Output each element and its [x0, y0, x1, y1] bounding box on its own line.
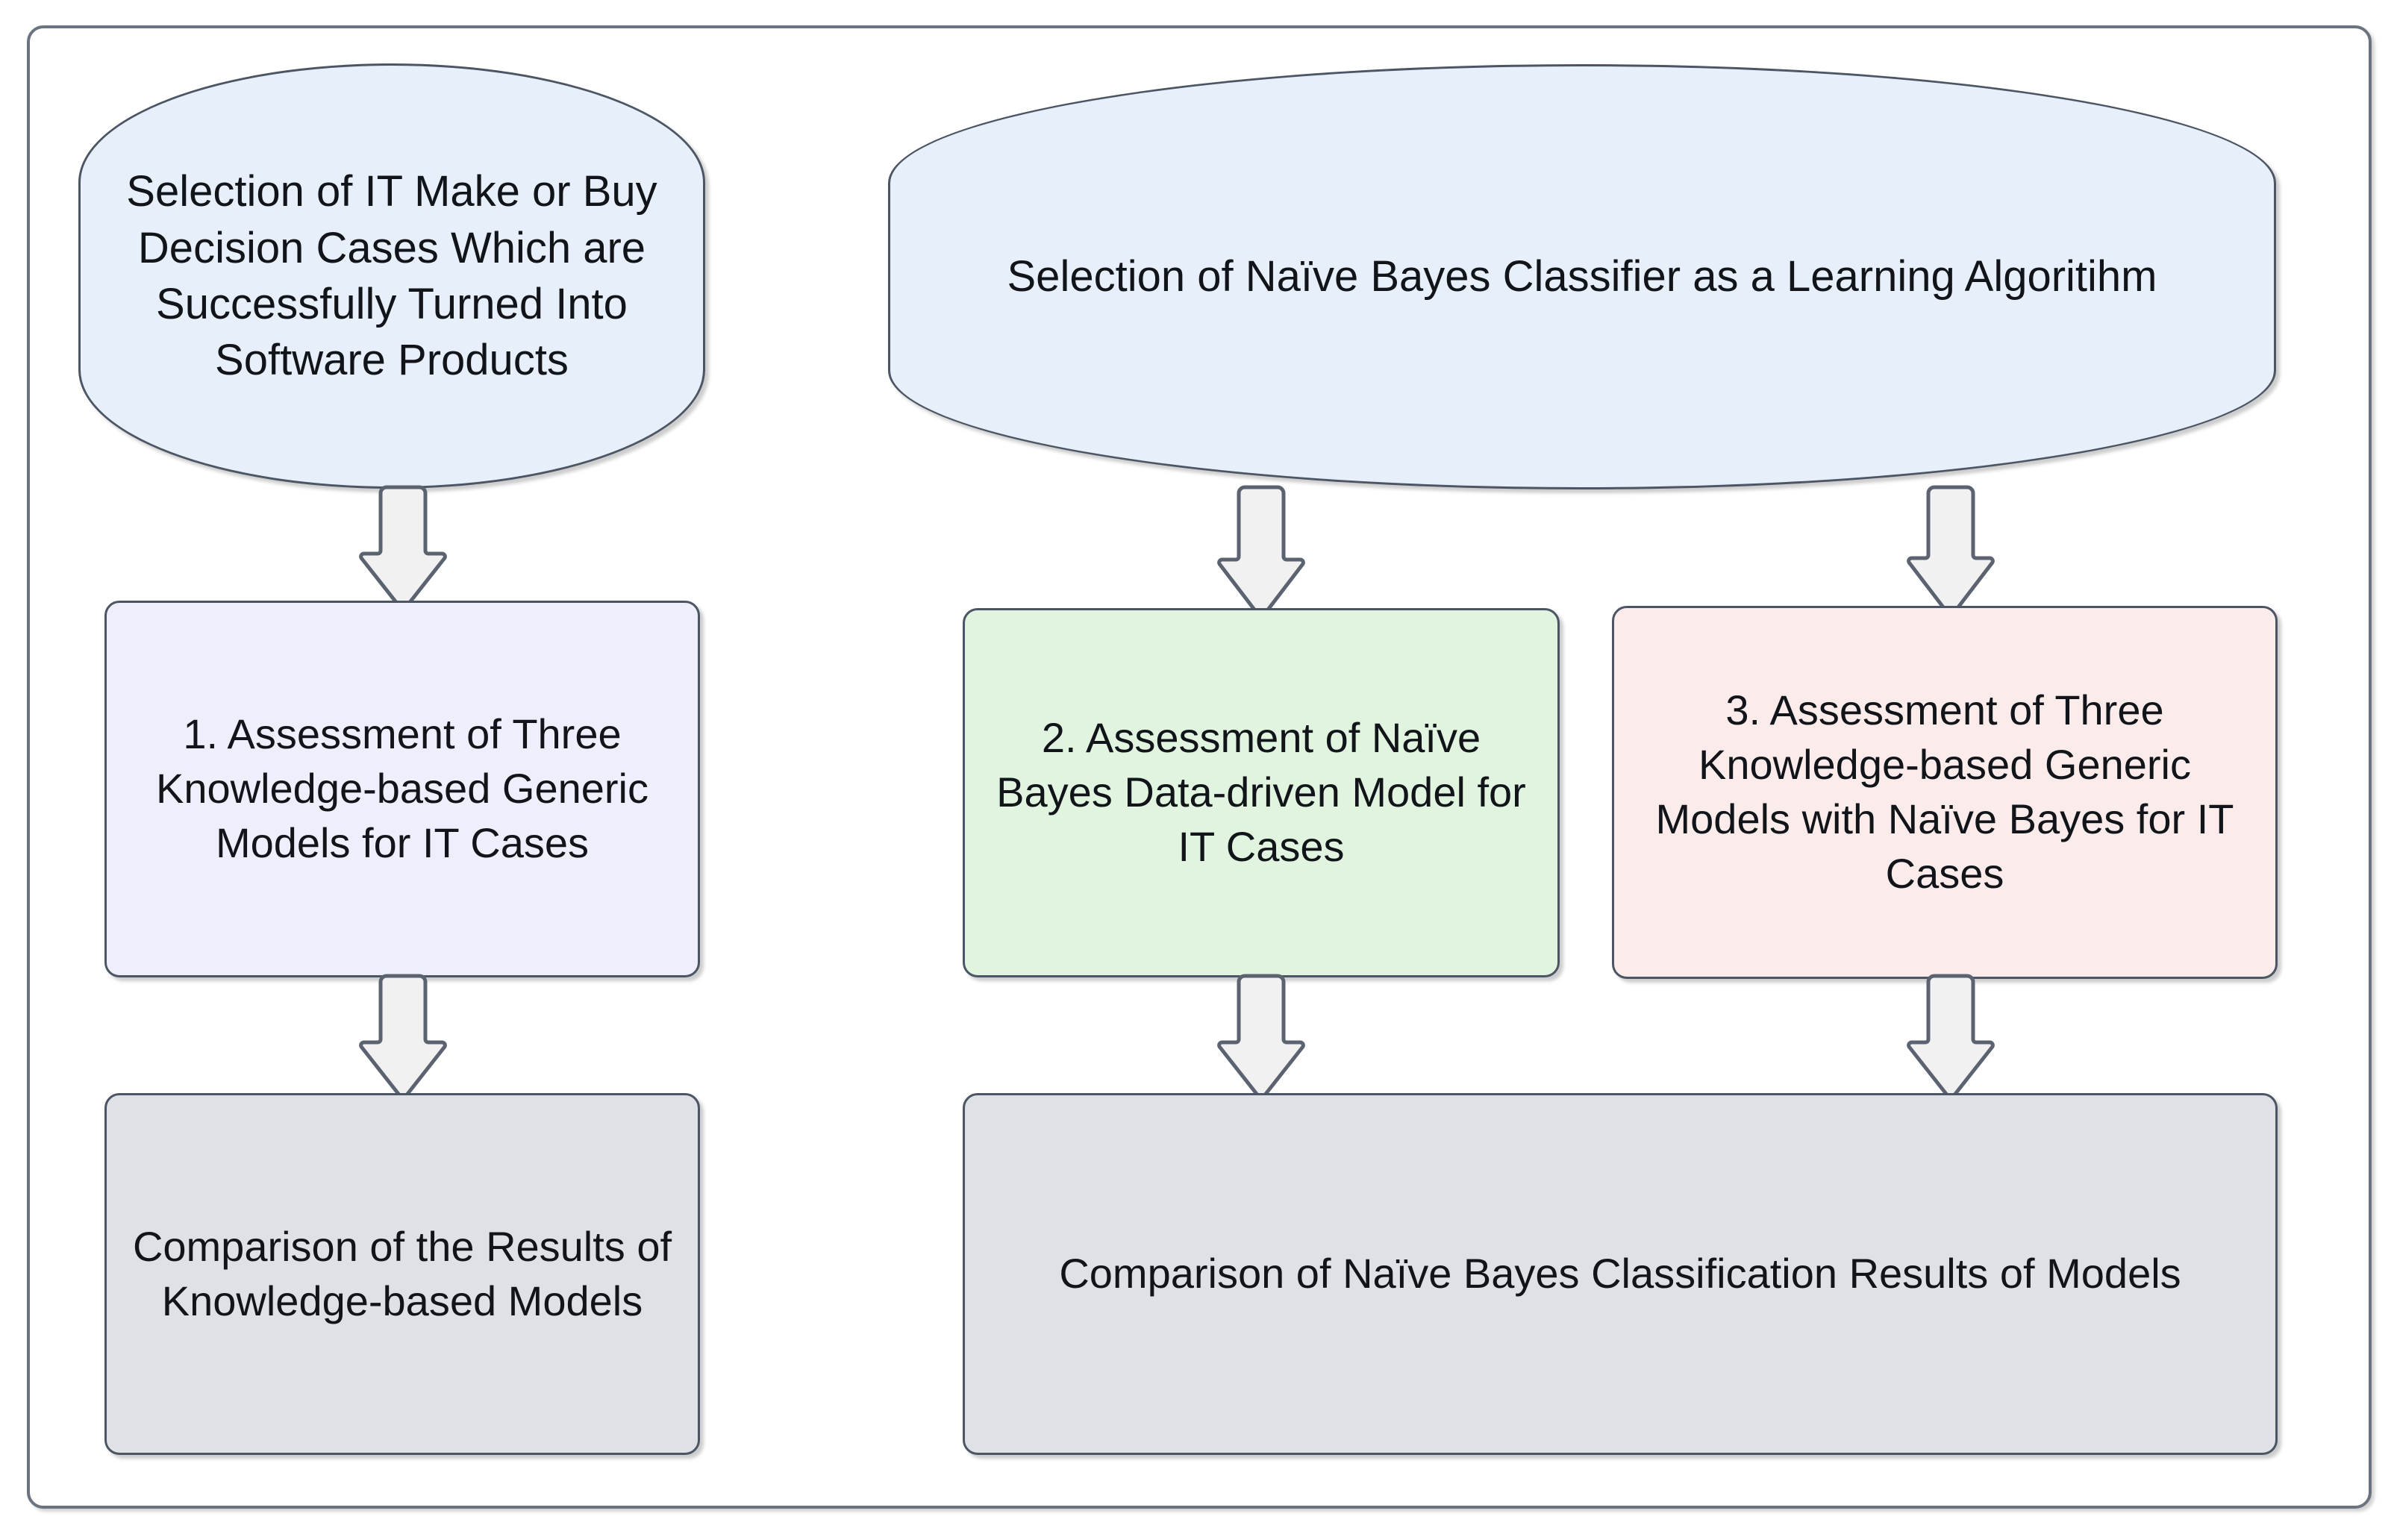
node-comparison-naive-bayes-label: Comparison of Naïve Bayes Classification…: [1059, 1250, 2181, 1298]
node-selection-of-it-cases[interactable]: Selection of IT Make or Buy Decision Cas…: [78, 63, 705, 489]
node-assessment-3-label: 3. Assessment of Three Knowledge-based G…: [1655, 686, 2234, 897]
node-assessment-2-naive-bayes-data-driven[interactable]: 2. Assessment of Naïve Bayes Data-driven…: [963, 608, 1560, 977]
node-assessment-2-label: 2. Assessment of Naïve Bayes Data-driven…: [996, 714, 1526, 870]
node-comparison-knowledge-based-label: Comparison of the Results of Knowledge-b…: [132, 1222, 672, 1324]
node-comparison-knowledge-based-models[interactable]: Comparison of the Results of Knowledge-b…: [104, 1093, 700, 1455]
node-assessment-1-label: 1. Assessment of Three Knowledge-based G…: [156, 710, 648, 866]
node-assessment-1-knowledge-based-models[interactable]: 1. Assessment of Three Knowledge-based G…: [104, 601, 700, 977]
node-selection-of-naive-bayes[interactable]: Selection of Naïve Bayes Classifier as a…: [888, 64, 2276, 489]
node-selection-of-it-cases-label: Selection of IT Make or Buy Decision Cas…: [126, 167, 657, 385]
node-comparison-naive-bayes-results[interactable]: Comparison of Naïve Bayes Classification…: [963, 1093, 2278, 1455]
node-selection-of-naive-bayes-label: Selection of Naïve Bayes Classifier as a…: [1007, 252, 2157, 301]
node-assessment-3-knowledge-based-with-naive-bayes[interactable]: 3. Assessment of Three Knowledge-based G…: [1612, 606, 2278, 979]
